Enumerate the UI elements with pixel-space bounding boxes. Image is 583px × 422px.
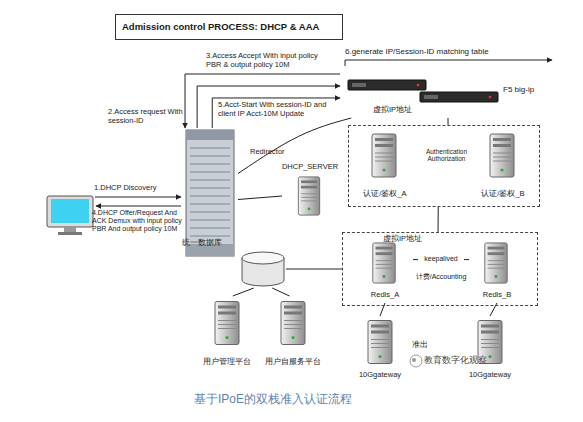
database-cylinder: 统一数据库 — [240, 250, 286, 288]
f5-panel — [352, 83, 366, 87]
node-text: 计费/Accounting — [409, 273, 473, 281]
server-icon — [373, 243, 395, 283]
node-text: 用户自服务平台 — [254, 358, 332, 367]
connector — [380, 303, 385, 316]
server-icon — [490, 134, 514, 177]
edge-label: 3.Access Accept With input policy PBR & … — [206, 52, 334, 69]
connector — [490, 303, 497, 316]
connector — [185, 74, 340, 128]
switch-slot — [190, 172, 230, 173]
switch-slot — [190, 196, 230, 197]
server-box: DHCP_SERVER — [282, 163, 338, 218]
dhcp-arrow — [96, 206, 181, 207]
load-balancer: F5 big-ip 虚拟IP地址 — [340, 66, 565, 118]
step-note: 4.DHCP Offer/Request And ACK Demux with … — [92, 209, 184, 233]
f5-led — [417, 84, 420, 87]
node-text: 认证/鉴权_A — [353, 190, 417, 199]
server-icon — [298, 177, 319, 215]
figure-caption: 基于IPoE的双栈准入认证流程 — [194, 391, 352, 408]
server-group: 虚拟IP地址计费/AccountingRedis_A Redis_B — [342, 232, 538, 306]
f5-led — [489, 96, 492, 99]
switch-slot — [190, 220, 230, 221]
switch-slot — [190, 188, 230, 189]
switch-slots — [190, 148, 230, 236]
step-note: 6.generate IP/Session-ID matching table — [345, 47, 489, 56]
node-text: Authentication Authorization — [419, 148, 474, 163]
zone-label: 准出 — [412, 340, 428, 349]
server-box: 用户自服务平台 — [258, 296, 328, 370]
node-text: DHCP_SERVER — [278, 163, 342, 172]
edge-label: 5.Acct-Start With session-ID and client … — [218, 101, 340, 118]
switch-slot — [190, 180, 230, 181]
node-text: 10Ggateway — [456, 371, 524, 380]
switch-slot — [190, 212, 230, 213]
node-text: 统一数据库 — [182, 238, 222, 247]
switch-chassis — [186, 130, 234, 256]
server-group: Authentication Authorization 认证/鉴权_A 认证/鉴权… — [348, 125, 540, 207]
connector — [448, 118, 449, 125]
server-icon — [368, 321, 392, 364]
node-text: 虚拟IP地址 — [383, 235, 422, 244]
node-text: 虚拟IP地址 — [373, 106, 412, 115]
connector — [238, 118, 351, 174]
server-box: 认证/鉴权_B — [471, 130, 535, 204]
server-box: 10Ggateway — [462, 316, 518, 382]
connector — [286, 269, 342, 270]
switch-slot — [190, 148, 230, 149]
connector — [233, 288, 254, 296]
connector — [438, 207, 439, 232]
server-icon — [215, 302, 239, 345]
switch-top — [186, 130, 234, 140]
node-text: F5 big-ip — [503, 85, 534, 94]
node-text: Redis_A — [357, 291, 413, 300]
f5-device — [348, 80, 426, 90]
pc-base — [58, 232, 82, 235]
switch-slot — [190, 236, 230, 237]
connector — [197, 86, 340, 128]
node-text: Redirector — [250, 148, 285, 157]
title-box: Admission control PROCESS: DHCP & AAA — [115, 14, 343, 40]
switch-slot — [190, 204, 230, 205]
watermark-icon — [410, 355, 422, 367]
connector — [238, 196, 282, 200]
server-box: Redis_B — [469, 241, 525, 303]
server-box: Redis_A — [357, 241, 413, 303]
server-box: 10Ggateway — [352, 316, 408, 382]
server-icon — [372, 134, 396, 177]
switch-slot — [190, 156, 230, 157]
switch-slot — [190, 228, 230, 229]
watermark-icon — [412, 358, 416, 362]
pc-stand — [64, 227, 76, 232]
f5-device — [420, 92, 498, 102]
node-text: 10Ggateway — [346, 371, 414, 380]
database-top — [242, 252, 284, 264]
server-icon — [485, 243, 507, 283]
node-text: 用户管理平台 — [194, 358, 260, 367]
server-icon — [281, 302, 305, 345]
dhcp-arrow — [95, 197, 181, 198]
step-note: 1.DHCP Discovery — [94, 184, 156, 193]
connector — [212, 98, 340, 128]
pc-monitor — [47, 196, 93, 227]
switch-slot — [190, 164, 230, 165]
node-text: 认证/鉴权_B — [471, 190, 535, 199]
edge-label: keepalived — [418, 255, 464, 263]
watermark: 教育数字化观察 — [424, 355, 487, 365]
edge-label: 2.Access request With session-ID — [108, 108, 188, 125]
table-arrow — [345, 60, 552, 66]
pc-screen — [51, 199, 89, 223]
node-text: Redis_B — [469, 291, 525, 300]
connector — [272, 288, 289, 296]
f5-panel — [424, 95, 438, 99]
server-box: 认证/鉴权_A — [353, 130, 417, 204]
server-box: 用户管理平台 — [198, 296, 256, 370]
